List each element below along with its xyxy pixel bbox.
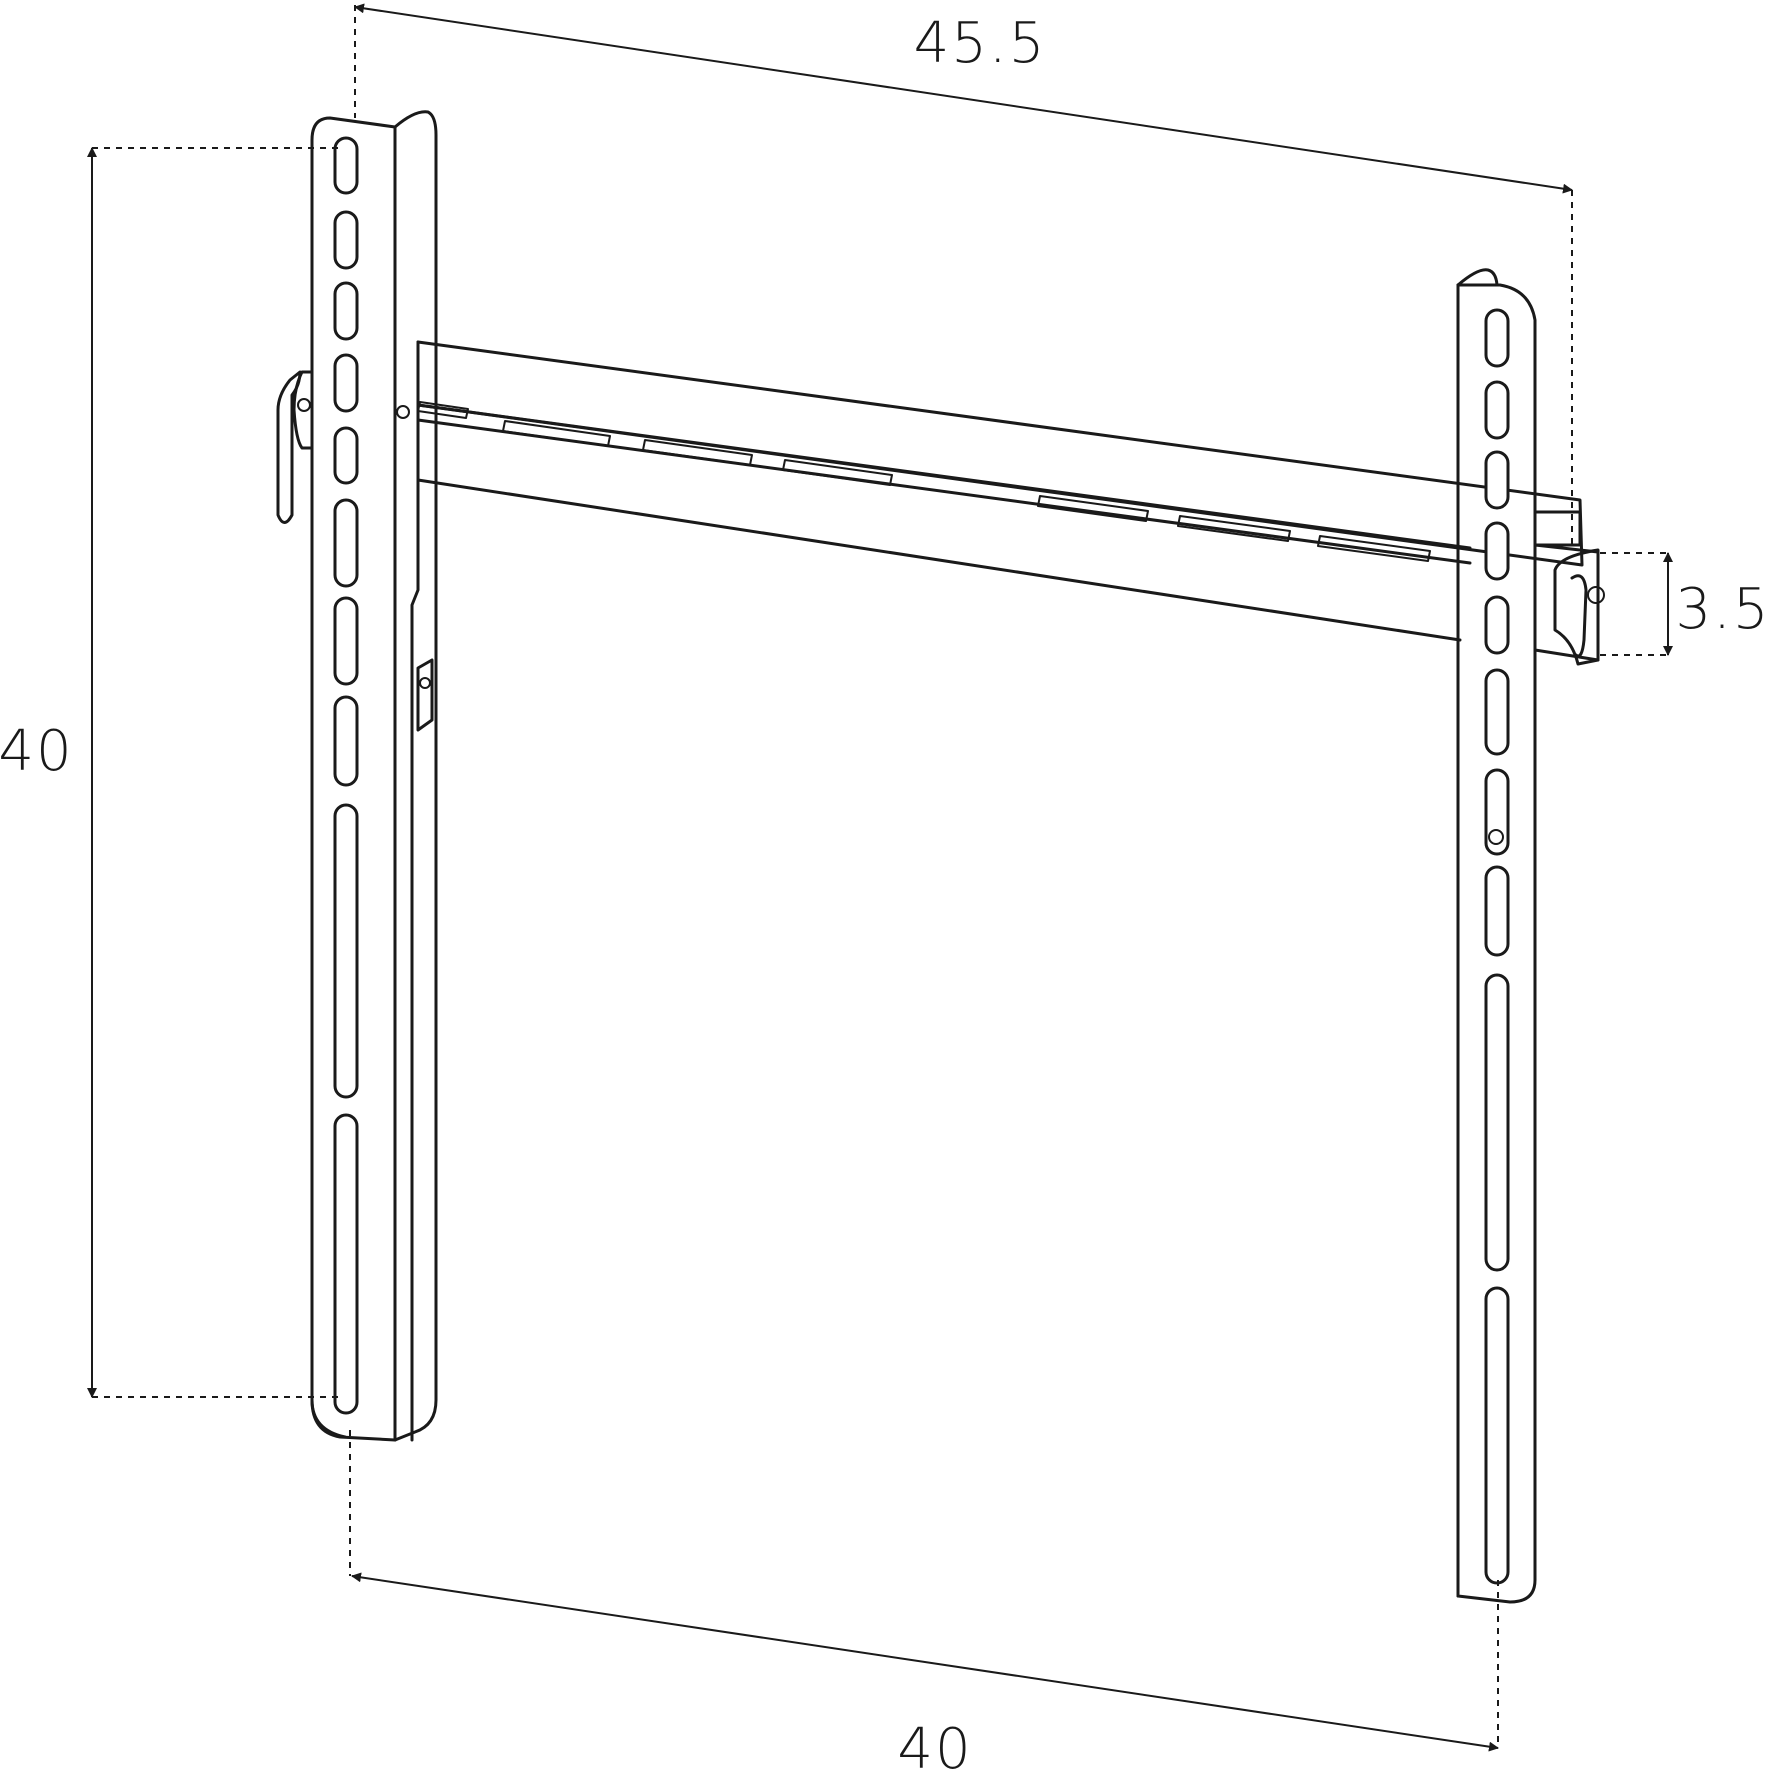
- slot: [1484, 521, 1510, 581]
- slot: [333, 1113, 359, 1415]
- slot: [333, 426, 359, 485]
- overall-width-label: 45.5: [914, 11, 1047, 76]
- horizontal-span-label: 40: [897, 1717, 972, 1782]
- horizontal-rail: [396, 340, 1584, 642]
- slot: [1484, 450, 1510, 510]
- left-bracket: [276, 110, 438, 1442]
- slot: [333, 136, 359, 195]
- slot: [333, 596, 359, 686]
- slot: [333, 353, 359, 413]
- slot: [1484, 308, 1510, 368]
- slot: [1484, 768, 1510, 856]
- slot: [1484, 595, 1510, 655]
- slot: [1484, 668, 1510, 756]
- slot: [1484, 1286, 1510, 1585]
- slot: [333, 281, 359, 341]
- slot: [333, 498, 359, 588]
- slot: [333, 210, 359, 270]
- slot: [333, 803, 359, 1099]
- depth-label: 3.5: [1675, 577, 1765, 642]
- dimension-lines: [87, 3, 1673, 1752]
- slot: [333, 695, 359, 787]
- slot: [1484, 865, 1510, 957]
- vertical-span-label: 40: [0, 719, 74, 784]
- right-bracket: [1456, 268, 1605, 1604]
- slot: [1484, 380, 1510, 440]
- slot: [1484, 973, 1510, 1272]
